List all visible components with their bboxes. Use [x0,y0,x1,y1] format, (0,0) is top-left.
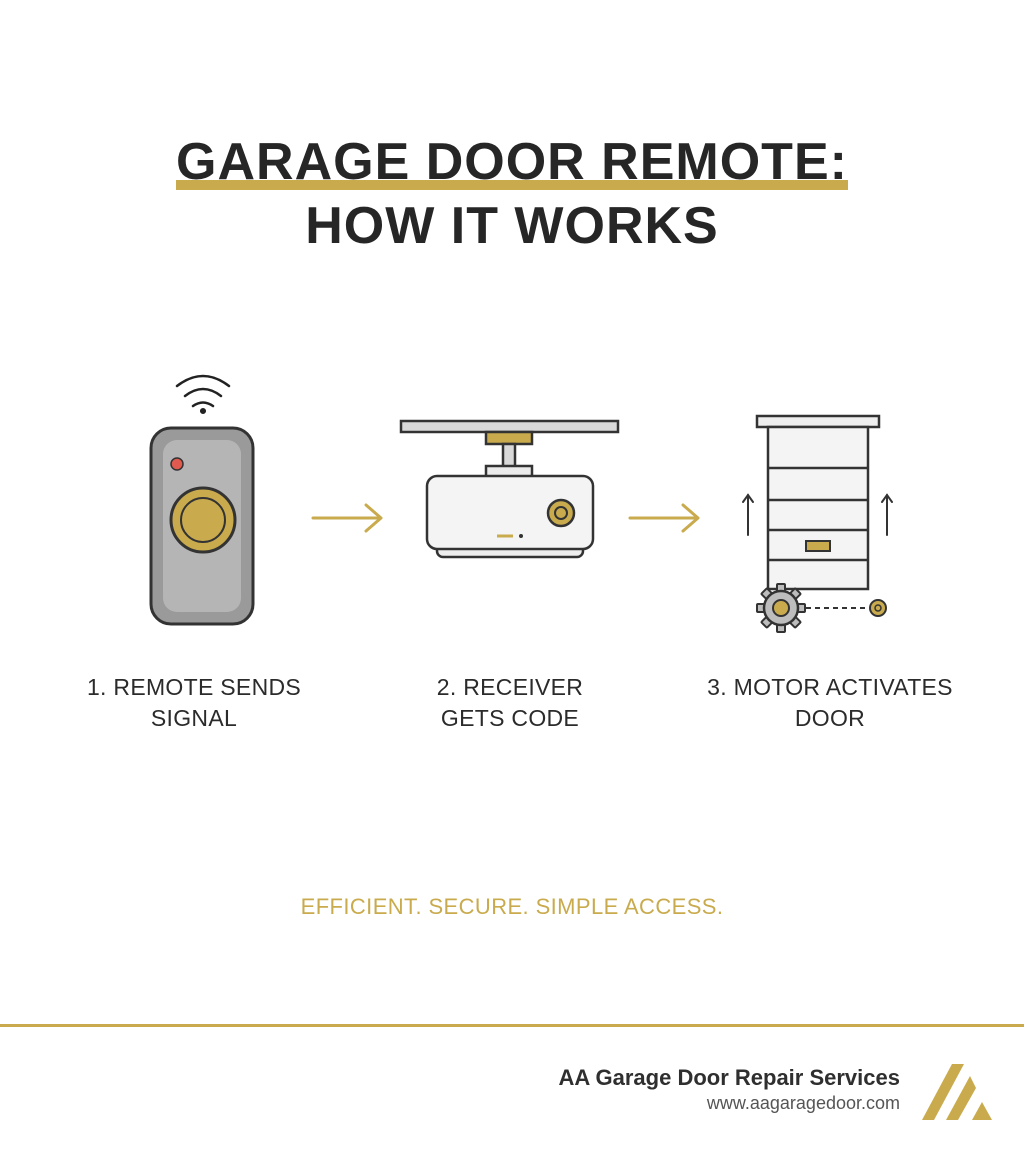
up-arrow-icon [881,493,893,536]
arrow-icon [628,503,700,533]
tagline: EFFICIENT. SECURE. SIMPLE ACCESS. [300,894,724,919]
process-diagram [149,374,893,633]
company-logo [922,1064,992,1120]
wireless-signal-icon [175,374,231,415]
title-line-2: HOW IT WORKS [305,197,719,255]
step-3-label: 3. MOTOR ACTIVATES DOOR [707,674,953,731]
gear-icon [756,583,806,633]
title-underline [176,180,848,190]
step-1-label: 1. REMOTE SENDS SIGNAL [86,674,302,731]
diagram-title: GARAGE DOOR REMOTE: HOW IT WORKS [0,130,1024,258]
receiver-icon [399,419,620,559]
receiver-knob [546,498,576,528]
pulley-icon [869,599,887,617]
footer-divider [0,1024,1024,1027]
title-line-1: GARAGE DOOR REMOTE: [176,133,848,191]
led-indicator [170,457,184,471]
up-arrow-icon [742,493,754,536]
company-website[interactable]: www.aagaragedoor.com [706,1093,900,1113]
arrow-icon [311,503,383,533]
remote-icon [149,374,255,626]
door-motor-icon [742,414,893,633]
company-name: AA Garage Door Repair Services [558,1065,900,1090]
company-info: AA Garage Door Repair Services www.aagar… [558,1064,900,1114]
step-2-label: 2. RECEIVER GETS CODE [436,674,584,731]
